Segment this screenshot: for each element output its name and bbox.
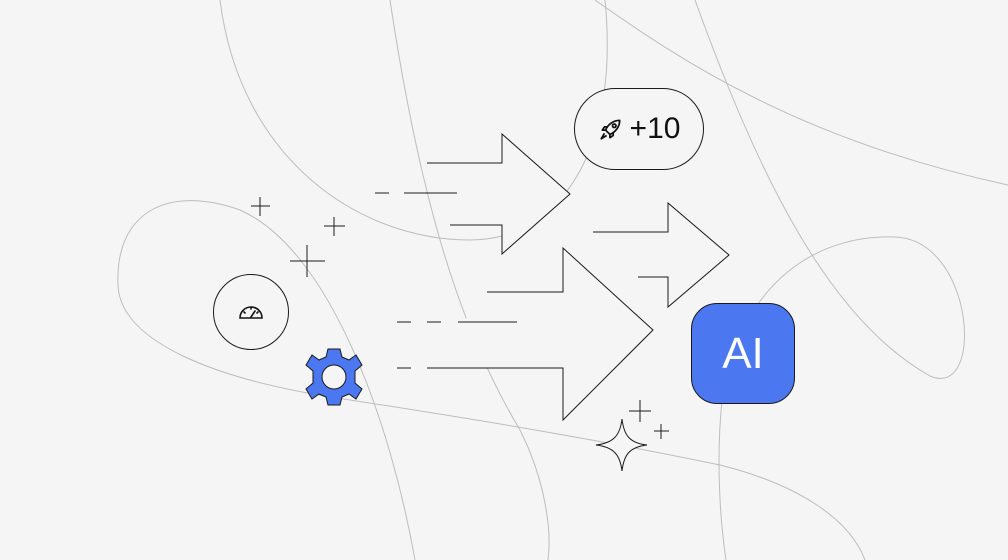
badge-text: +10 (629, 112, 681, 145)
curve (594, 0, 1008, 186)
curve (694, 0, 965, 560)
plus-icon (654, 424, 669, 439)
plus-icon (290, 245, 325, 277)
sparkle-icon (595, 418, 648, 472)
ai-tile: AI (691, 303, 795, 404)
speed-gauge (213, 274, 289, 350)
curve (117, 200, 866, 560)
plus-icon (251, 197, 270, 216)
gear-icon (305, 348, 363, 406)
plus-icon (629, 400, 651, 422)
plus-icon (324, 217, 345, 236)
ai-label: AI (722, 328, 764, 378)
arrow-icon (427, 132, 571, 256)
rocket-icon (599, 119, 621, 140)
arrow-icon (593, 201, 730, 309)
score-badge: +10 (574, 88, 704, 170)
arrow-icon (427, 246, 654, 422)
speedometer-icon (239, 306, 263, 319)
curve (389, 0, 550, 560)
